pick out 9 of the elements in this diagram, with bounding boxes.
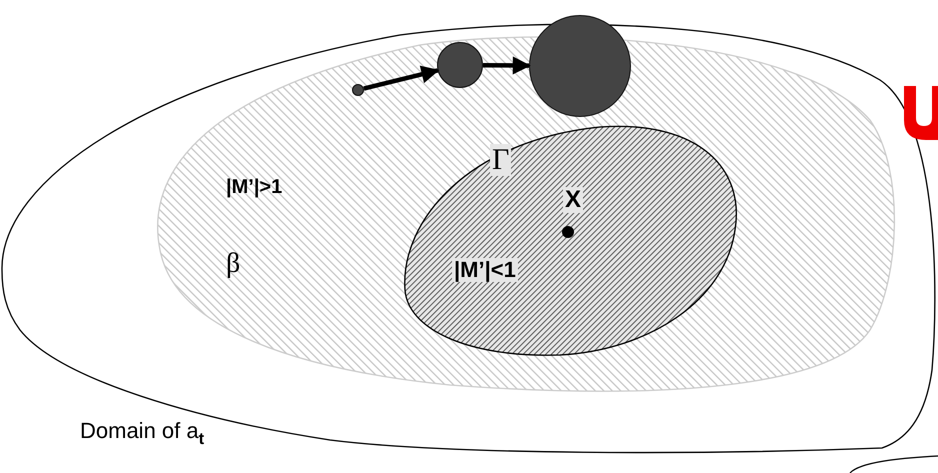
arrow <box>482 56 531 74</box>
large-circle <box>529 15 631 117</box>
region-symbol: Γ <box>490 144 512 176</box>
condition-label: |M’|>1 <box>226 177 282 197</box>
point-label: X <box>563 187 584 213</box>
medium-circle <box>437 42 483 88</box>
domain-label: Domain of a$_{t}$ <box>80 420 204 448</box>
region-symbol: β <box>226 250 240 278</box>
condition-label: |M’|<1 <box>452 258 518 282</box>
